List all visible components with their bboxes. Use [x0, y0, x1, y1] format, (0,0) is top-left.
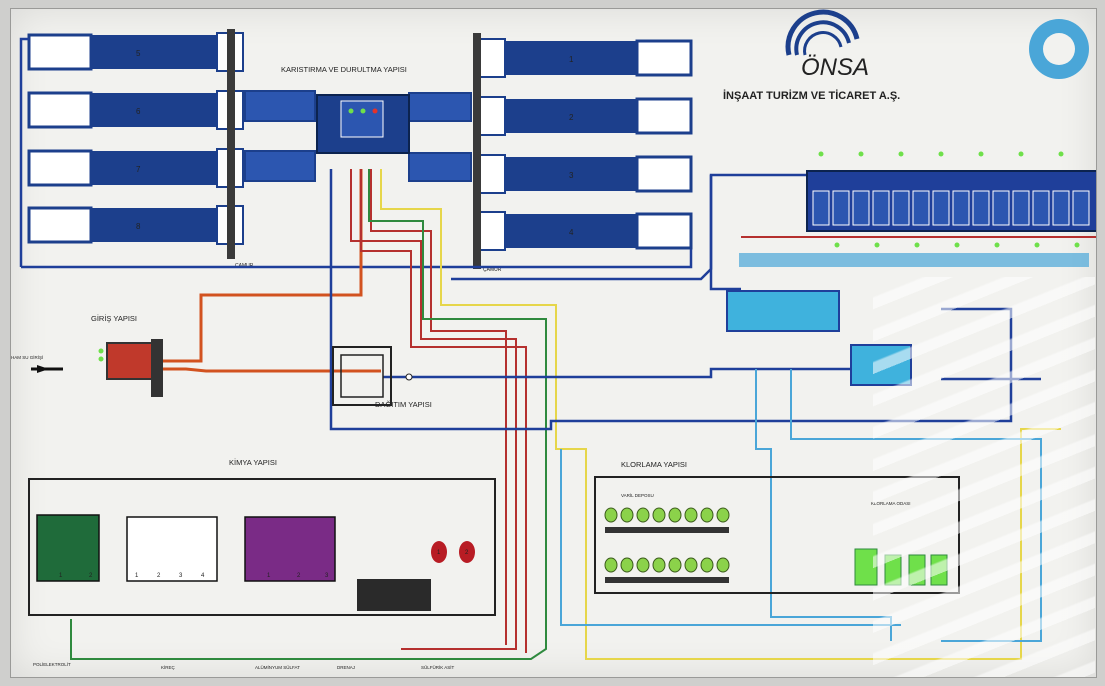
section-title-inlet: GİRİŞ YAPISI — [91, 314, 137, 323]
basin-number: 2 — [569, 113, 574, 122]
mimic-diagram: 5 6 7 8 ÇAMUR 1 — [11, 9, 1096, 677]
section-title-mixing: KARISTIRMA VE DURULTMA YAPISI — [281, 65, 407, 74]
basin-number: 6 — [136, 107, 141, 116]
basin-number: 7 — [136, 165, 141, 174]
filter-plant — [727, 152, 1096, 386]
basin-2: 2 — [479, 97, 691, 135]
basin-6: 6 — [29, 91, 243, 129]
company-subtitle: İNŞAAT TURİZM VE TİCARET A.Ş. — [723, 89, 900, 102]
chlorination-building: KLORLAMA YAPISI VARİL DEPOSU KLORLAMA OD… — [595, 460, 959, 593]
basin-8: 8 — [29, 206, 243, 244]
basin-number: 1 — [569, 55, 574, 64]
company-logo: ÖNSA İNŞAAT TURİZM VE TİCARET A.Ş. — [723, 12, 900, 102]
inlet-structure: GİRİŞ YAPISI HAM SU GİRİŞİ — [11, 314, 163, 397]
basin-3: 3 — [479, 155, 691, 193]
basin-7: 7 — [29, 149, 243, 187]
dosing-room-label: KLORLAMA ODASI — [871, 501, 911, 506]
chemical-label: ALÜMİNYUM SÜLFAT — [255, 664, 300, 670]
chemical-label: KİREÇ — [161, 664, 176, 670]
basin-number: 8 — [136, 222, 141, 231]
basin-number: 5 — [136, 49, 141, 58]
logo-text: ÖNSA — [801, 54, 869, 81]
municipality-seal — [1029, 19, 1089, 79]
section-title-chemical: KİMYA YAPISI — [229, 458, 277, 467]
drum-storage-label: VARİL DEPOSU — [621, 492, 654, 498]
section-title-distribution: DAĞITIM YAPISI — [375, 400, 432, 409]
basins-left: 5 6 7 8 ÇAMUR — [29, 29, 254, 269]
mimic-panel: 5 6 7 8 ÇAMUR 1 — [10, 8, 1097, 678]
basin-number: 3 — [569, 171, 574, 180]
section-title-chlorination: KLORLAMA YAPISI — [621, 460, 687, 469]
basin-1: 1 — [479, 39, 691, 77]
chemical-building: KİMYA YAPISI 1 2 1 2 3 4 1 2 3 1 2 POLİE… — [29, 458, 495, 670]
chemical-label: POLİELEKTROLİT — [33, 661, 71, 667]
inlet-label: HAM SU GİRİŞİ — [11, 354, 43, 360]
basin-number: 4 — [569, 228, 574, 237]
chemical-label: DRENAJ — [337, 665, 355, 670]
basins-right: 1 2 3 4 ÇAMUR — [473, 33, 691, 273]
basin-4: 4 — [479, 212, 691, 250]
chemical-label: SÜLFÜRİK ASİT — [421, 664, 455, 670]
mixing-structure: KARISTIRMA VE DURULTMA YAPISI — [245, 65, 471, 181]
basin-5: 5 — [29, 33, 243, 71]
